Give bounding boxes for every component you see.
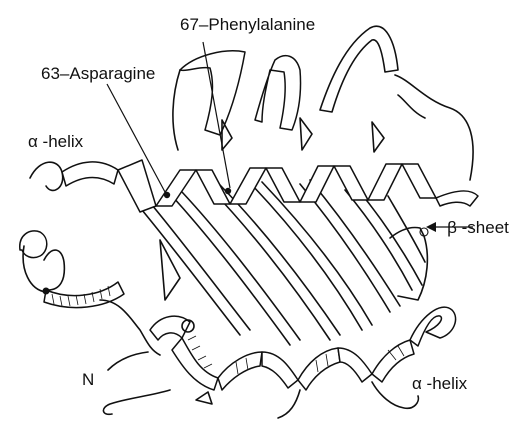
left-coil xyxy=(20,231,160,370)
label-67-phenylalanine: 67–Phenylalanine xyxy=(180,15,315,34)
label-alpha-helix-bottom: α -helix xyxy=(412,374,468,393)
bottom-helix xyxy=(103,307,455,418)
n-terminal-dot xyxy=(43,288,50,295)
label-63-asparagine: 63–Asparagine xyxy=(41,64,155,83)
upper-loops xyxy=(173,26,473,180)
label-alpha-helix-top: α -helix xyxy=(28,132,84,151)
sheet-edge xyxy=(390,227,428,300)
phenylalanine-marker xyxy=(225,188,231,194)
label-n-terminus: N xyxy=(82,370,94,389)
asparagine-marker xyxy=(164,192,170,198)
label-beta-sheet: β -sheet xyxy=(447,218,509,237)
top-helix xyxy=(30,160,478,212)
beta-strands xyxy=(142,118,425,345)
